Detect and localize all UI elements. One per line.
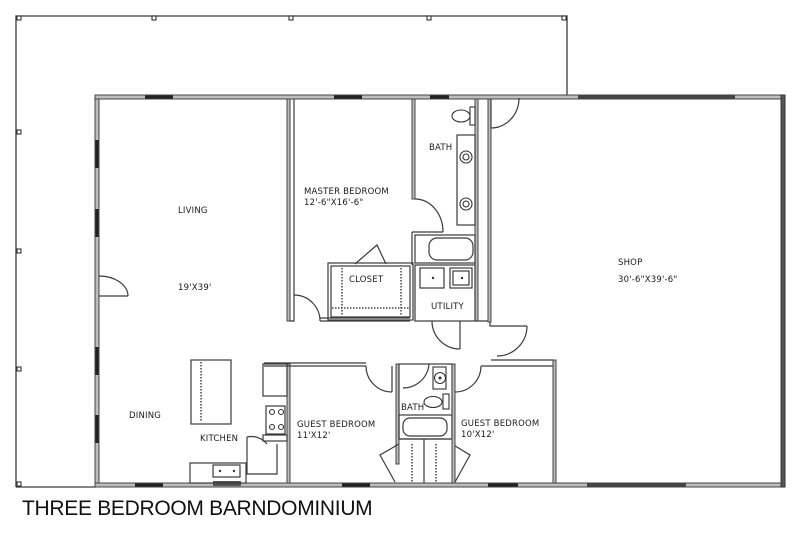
guest-bedroom-1-walls bbox=[264, 362, 400, 484]
guest-bath bbox=[379, 363, 553, 484]
guest-bath-label: BATH bbox=[401, 403, 424, 413]
kitchen bbox=[189, 359, 288, 484]
shop-label: SHOP bbox=[618, 258, 642, 268]
dining-label: DINING bbox=[129, 411, 161, 421]
plan-title: THREE BEDROOM BARNDOMINIUM bbox=[22, 497, 373, 520]
utility-room bbox=[414, 264, 528, 357]
closet-label: CLOSET bbox=[349, 275, 384, 285]
kitchen-label: KITCHEN bbox=[200, 434, 238, 444]
guest-bedroom-2-label: GUEST BEDROOM bbox=[461, 419, 539, 429]
living-label: LIVING bbox=[178, 206, 208, 216]
porch bbox=[15, 15, 568, 488]
utility-label: UTILITY bbox=[431, 302, 465, 312]
shop-size: 30'-6"X39'-6" bbox=[618, 275, 678, 285]
master-bedroom-label: MASTER BEDROOM bbox=[304, 187, 389, 197]
master-bath bbox=[414, 98, 479, 322]
living-size: 19'X39' bbox=[178, 283, 212, 293]
master-bath-label: BATH bbox=[429, 143, 452, 153]
entry-door-left bbox=[98, 275, 129, 297]
shop-wall bbox=[487, 97, 557, 484]
master-bedroom-size: 12'-6"X16'-6" bbox=[304, 198, 364, 208]
guest-bedroom-1-label: GUEST BEDROOM bbox=[297, 420, 375, 430]
master-bedroom-walls bbox=[286, 98, 444, 322]
closet bbox=[327, 244, 414, 321]
exterior-walls bbox=[94, 94, 786, 488]
guest-bedroom-1-size: 11'X12' bbox=[297, 431, 331, 441]
guest-bedroom-2-size: 10'X12' bbox=[461, 430, 495, 440]
